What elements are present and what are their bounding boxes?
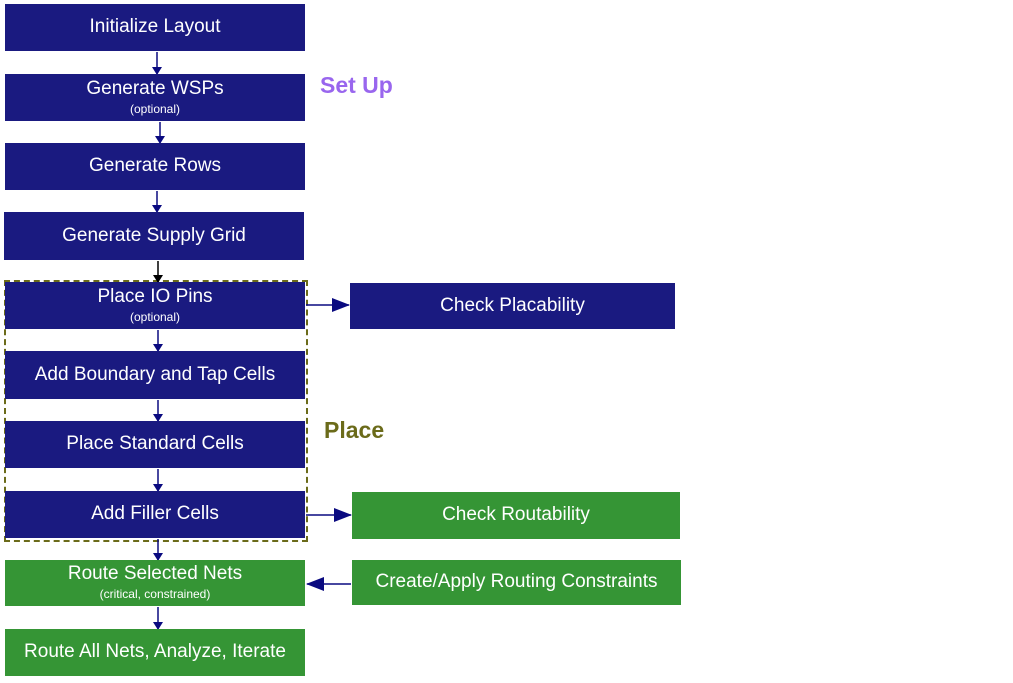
step-label: Route All Nets, Analyze, Iterate — [24, 641, 286, 663]
step-place-standard-cells: Place Standard Cells — [5, 421, 305, 468]
step-note: (optional) — [129, 101, 181, 116]
constraints-label: Create/Apply Routing Constraints — [375, 571, 658, 593]
step-initialize-layout: Initialize Layout — [5, 4, 305, 51]
check-label: Check Routability — [442, 504, 590, 526]
step-label: Add Boundary and Tap Cells — [34, 363, 276, 385]
check-routability-box: Check Routability — [352, 492, 680, 539]
step-note: (optional) — [129, 309, 181, 324]
step-route-all-nets: Route All Nets, Analyze, Iterate — [5, 629, 305, 676]
step-route-selected-nets: Route Selected Nets (critical, constrain… — [5, 560, 305, 606]
step-label: Initialize Layout — [89, 16, 221, 38]
check-placability-box: Check Placability — [350, 283, 675, 329]
step-label: Place IO Pins — [97, 285, 213, 307]
step-add-boundary-tap-cells: Add Boundary and Tap Cells — [5, 351, 305, 399]
place-group-label: Place — [324, 417, 385, 443]
step-generate-supply-grid: Generate Supply Grid — [4, 212, 304, 260]
step-label: Generate Rows — [88, 155, 221, 177]
step-place-io-pins: Place IO Pins (optional) — [5, 282, 305, 329]
step-generate-wsps: Generate WSPs (optional) — [5, 74, 305, 121]
step-label: Generate Supply Grid — [62, 224, 246, 246]
setup-group-label: Set Up — [320, 72, 393, 98]
step-generate-rows: Generate Rows — [5, 143, 305, 190]
step-label: Route Selected Nets — [67, 563, 243, 585]
step-add-filler-cells: Add Filler Cells — [5, 491, 305, 538]
step-note: (critical, constrained) — [99, 587, 211, 602]
step-label: Add Filler Cells — [91, 503, 219, 525]
routing-constraints-box: Create/Apply Routing Constraints — [352, 560, 681, 605]
step-label: Place Standard Cells — [66, 433, 244, 455]
check-label: Check Placability — [440, 294, 585, 316]
step-label: Generate WSPs — [86, 77, 224, 99]
